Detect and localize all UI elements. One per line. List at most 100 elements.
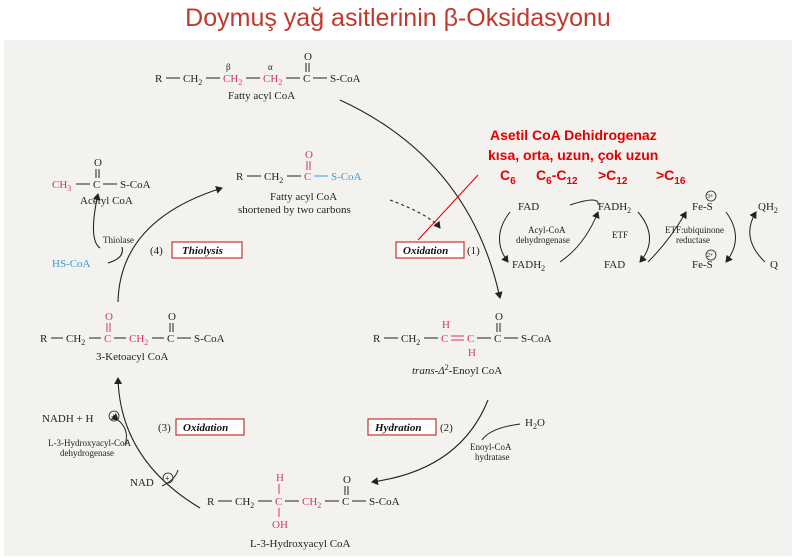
arrow-to-acetyl-coa — [92, 193, 101, 249]
nad-label: NAD — [130, 477, 154, 489]
water-arrow — [481, 423, 521, 441]
svg-text:3+: 3+ — [707, 194, 714, 200]
svg-text:Fatty acyl CoA: Fatty acyl CoA — [228, 90, 295, 102]
svg-text:FAD: FAD — [604, 259, 625, 271]
arrow-step-3 — [114, 377, 201, 509]
step-4-box — [171, 241, 243, 259]
cycle-arrows — [92, 99, 503, 509]
svg-text:Fe-S: Fe-S — [692, 201, 713, 213]
svg-text:R: R — [40, 333, 48, 345]
fatty-acyl-coa: R CH2 CH2 CH2 C O S-CoA β α Fatty acyl C… — [155, 51, 361, 102]
svg-text:CH2: CH2 — [66, 333, 85, 347]
arrow-step-4 — [117, 185, 223, 303]
textbook-scan-background — [4, 40, 792, 556]
svg-text:α: α — [268, 62, 273, 72]
svg-text:L-3-Hydroxyacyl CoA: L-3-Hydroxyacyl CoA — [250, 538, 351, 550]
svg-text:C: C — [304, 171, 311, 183]
svg-text:shortened by two carbons: shortened by two carbons — [238, 204, 351, 216]
svg-text:CH2: CH2 — [129, 333, 148, 347]
nad-arrow — [161, 469, 179, 487]
svg-text:S-CoA: S-CoA — [331, 171, 362, 183]
svg-text:S-CoA: S-CoA — [330, 73, 361, 85]
svg-text:Q: Q — [770, 259, 778, 271]
step-2-box — [367, 418, 437, 436]
step-2-label: Hydration — [374, 422, 421, 434]
svg-text:C: C — [104, 333, 111, 345]
enoyl-hydratase-label-1: Enoyl-CoA — [470, 442, 512, 452]
svg-text:Fe-S: Fe-S — [692, 259, 713, 271]
svg-text:C6-C12: C6-C12 — [536, 167, 578, 187]
svg-text:S-CoA: S-CoA — [521, 333, 552, 345]
svg-text:O: O — [343, 474, 351, 486]
dehydrogenase-annotation: Asetil CoA Dehidrogenaz kısa, orta, uzun… — [488, 127, 686, 187]
step-4-label: Thiolysis — [182, 245, 223, 257]
svg-text:O: O — [94, 157, 102, 169]
svg-text:CH3: CH3 — [52, 179, 71, 193]
svg-text:ETF: ETF — [612, 230, 628, 240]
svg-text:C: C — [441, 333, 448, 345]
step-3-label: Oxidation — [183, 422, 228, 434]
svg-text:O: O — [304, 51, 312, 63]
svg-text:CH2: CH2 — [302, 496, 321, 510]
svg-text:3-Ketoacyl CoA: 3-Ketoacyl CoA — [96, 351, 168, 363]
svg-text:>C12: >C12 — [598, 167, 628, 187]
svg-text:>C16: >C16 — [656, 167, 686, 187]
step-4-number: (4) — [150, 245, 163, 257]
svg-text:FADH2: FADH2 — [512, 259, 545, 273]
svg-text:O: O — [305, 149, 313, 161]
arrow-step-1 — [339, 99, 503, 299]
svg-text:S-CoA: S-CoA — [369, 496, 400, 508]
step-3-number: (3) — [158, 422, 171, 434]
svg-text:R: R — [207, 496, 215, 508]
water-label: H2O — [525, 417, 545, 431]
svg-text:+: + — [111, 412, 116, 421]
svg-text:CH2: CH2 — [401, 333, 420, 347]
svg-text:C: C — [93, 179, 100, 191]
svg-text:CH2: CH2 — [263, 73, 282, 87]
svg-text:CH2: CH2 — [223, 73, 242, 87]
thiolase-label: Thiolase — [103, 235, 134, 245]
dashed-arrow-shortened — [389, 199, 441, 229]
arrow-step-2 — [371, 399, 489, 486]
svg-text:H: H — [468, 347, 476, 359]
trans-enoyl-coa: R CH2 C H C H C O S-CoA trans-Δ2-Enoyl C… — [373, 311, 552, 377]
svg-text:CH2: CH2 — [183, 73, 202, 87]
svg-text:C: C — [342, 496, 349, 508]
svg-text:Fatty acyl CoA: Fatty acyl CoA — [270, 191, 337, 203]
svg-text:Asetil CoA Dehidrogenaz: Asetil CoA Dehidrogenaz — [490, 127, 657, 143]
step-3-box — [175, 418, 245, 436]
svg-text:C: C — [303, 73, 310, 85]
svg-text:QH2: QH2 — [758, 201, 778, 215]
step-2-number: (2) — [440, 422, 453, 434]
enoyl-hydratase-label-2: hydratase — [475, 452, 509, 462]
svg-text:H: H — [276, 472, 284, 484]
svg-text:Acetyl CoA: Acetyl CoA — [80, 195, 133, 207]
electron-transfer-chain: FAD FADH2 Acyl-CoA dehydrogenase FADH2 F… — [499, 190, 778, 273]
step-1-box — [395, 241, 465, 259]
svg-text:FAD: FAD — [518, 201, 539, 213]
svg-text:CH2: CH2 — [235, 496, 254, 510]
svg-text:R: R — [373, 333, 381, 345]
svg-text:FADH2: FADH2 — [598, 201, 631, 215]
nadh-arrow — [110, 413, 127, 446]
svg-text:C: C — [494, 333, 501, 345]
hydroxyacyl-coa: R CH2 C H OH CH2 C O S-CoA L-3-Hydroxyac… — [207, 472, 400, 550]
svg-text:R: R — [236, 171, 244, 183]
acetyl-coa: CH3 C O S-CoA Acetyl CoA — [52, 157, 151, 207]
svg-text:R: R — [155, 73, 163, 85]
svg-text:Acyl-CoA: Acyl-CoA — [528, 225, 566, 235]
step-1-number: (1) — [467, 245, 480, 257]
svg-text:kısa, orta, uzun, çok uzun: kısa, orta, uzun, çok uzun — [488, 147, 658, 163]
nadh-label: NADH + H — [42, 413, 93, 425]
svg-text:ETF:ubiquinone: ETF:ubiquinone — [665, 225, 724, 235]
svg-text:reductase: reductase — [676, 235, 710, 245]
svg-text:2+: 2+ — [707, 253, 714, 259]
hs-coa-label: HS-CoA — [52, 258, 91, 270]
svg-text:β: β — [226, 62, 231, 72]
hadh-label-2: dehydrogenase — [60, 448, 114, 458]
ketoacyl-coa: R CH2 C O CH2 C O S-CoA 3-Ketoacyl CoA — [40, 311, 225, 363]
hadh-label-1: L-3-Hydroxyacyl-CoA — [48, 438, 131, 448]
step-1-label: Oxidation — [403, 245, 448, 257]
page-title: Doymuş yağ asitlerinin β-Oksidasyonu — [185, 4, 611, 32]
